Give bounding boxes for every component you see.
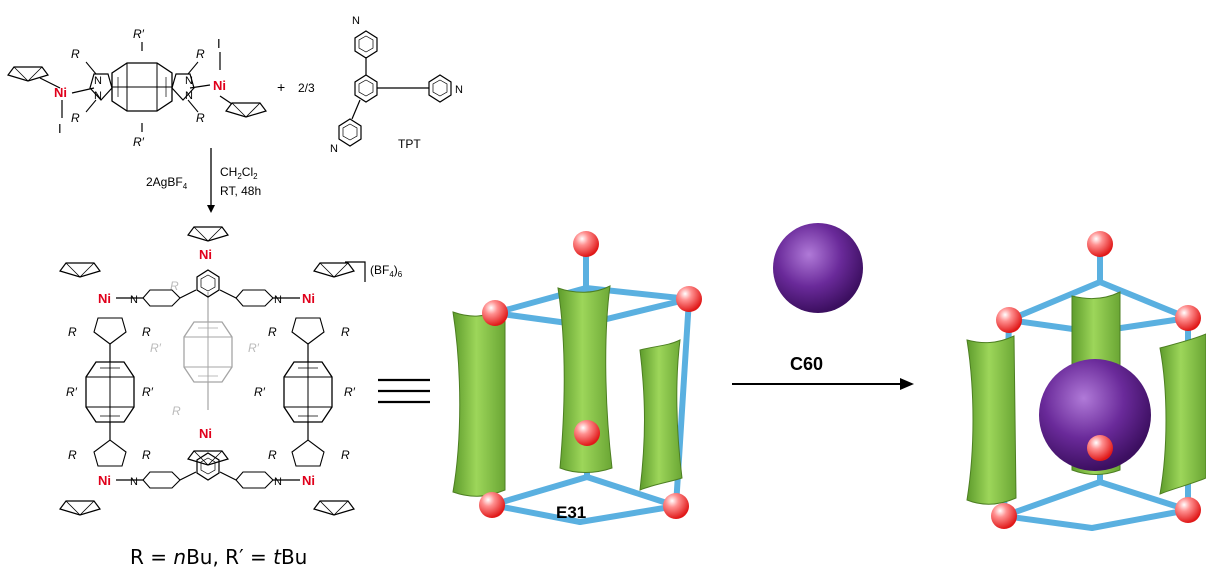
r-substituent-label: R: [341, 325, 350, 339]
cyclopentadienyl-icon: [225, 102, 267, 118]
host-guest-complex: [966, 231, 1206, 531]
r-prime-substituent-label: R′: [66, 385, 78, 399]
cyclopentadienyl-icon: [59, 262, 101, 278]
r-substituent-label: R: [71, 111, 80, 125]
triple-bar-icon: [378, 378, 430, 404]
cyclopentadienyl-icon: [313, 262, 355, 278]
pyridine-ring: [338, 118, 362, 147]
pyridine-ring: [354, 30, 378, 59]
r-prime-substituent-label: R′: [133, 27, 145, 41]
counterion-label: (BF4)6: [370, 263, 403, 279]
pyrene-pillar: [283, 361, 333, 423]
r-prime-substituent-label: R′: [254, 385, 266, 399]
fullerene-sphere-icon: [773, 223, 863, 313]
r-substituent-label: R: [142, 448, 151, 462]
nickel-label: Ni: [302, 291, 315, 306]
tpt-label: TPT: [398, 137, 421, 151]
r-prime-substituent-label: R′: [150, 341, 162, 355]
r-substituent-label: R: [170, 279, 179, 293]
tpt-ligand: N N N TPT: [330, 15, 463, 155]
r-prime-substituent-label: R′: [133, 135, 145, 149]
silver-reagent-label: 2AgBF4: [146, 175, 188, 191]
nitrogen-label: N: [330, 143, 338, 155]
nickel-label: Ni: [98, 473, 111, 488]
rear-pyrene: [183, 292, 233, 410]
nitrogen-label: N: [274, 294, 282, 306]
guest-label: C60: [790, 354, 823, 374]
r-prime-substituent-label: R′: [142, 385, 154, 399]
cage-e31: E31: [452, 231, 702, 525]
reaction-step-arrow: [207, 148, 215, 213]
iodide-label: I: [58, 121, 62, 136]
r-substituent-label: R: [196, 47, 205, 61]
r-substituent-label: R: [196, 111, 205, 125]
pyridine-ring: [428, 74, 452, 103]
r-prime-substituent-label: R′: [344, 385, 356, 399]
cage-vertices: [479, 231, 702, 519]
nickel-label: Ni: [213, 78, 226, 93]
cage-panels: [452, 285, 683, 497]
cage-vertices: [991, 231, 1201, 529]
substituent-caption: R = nBu, R′ = tBu: [130, 545, 308, 569]
r-substituent-label: R: [268, 448, 277, 462]
r-substituent-label: R: [268, 325, 277, 339]
encapsulated-fullerene-icon: [1039, 359, 1151, 471]
cage-label: E31: [556, 503, 586, 522]
nitrogen-label: N: [185, 90, 193, 102]
iodide-label: I: [217, 36, 221, 51]
r-substituent-label: R: [68, 325, 77, 339]
product-cage: R′ R′ R R Ni Ni N: [59, 226, 403, 516]
cyclopentadienyl-icon: [187, 226, 229, 242]
nitrogen-label: N: [185, 75, 193, 87]
nitrogen-label: N: [352, 15, 360, 27]
nitrogen-label: N: [130, 476, 138, 488]
stoichiometry-label: 2/3: [298, 81, 315, 95]
plus-sign: +: [277, 79, 285, 95]
r-substituent-label: R: [142, 325, 151, 339]
solvent-label: CH2Cl2: [220, 165, 258, 181]
nitrogen-label: N: [274, 476, 282, 488]
r-substituent-label: R: [71, 47, 80, 61]
nitrogen-label: N: [455, 84, 463, 96]
r-substituent-label: R: [341, 448, 350, 462]
cyclopentadienyl-icon: [313, 500, 355, 516]
r-substituent-label: R: [68, 448, 77, 462]
nickel-label: Ni: [199, 247, 212, 262]
nitrogen-label: N: [94, 75, 102, 87]
r-substituent-label: R: [172, 404, 181, 418]
cyclopentadienyl-icon: [59, 500, 101, 516]
nitrogen-label: N: [94, 90, 102, 102]
triazine-ring: [354, 74, 378, 103]
r-prime-substituent-label: R′: [248, 341, 260, 355]
nickel-label: Ni: [199, 426, 212, 441]
nickel-label: Ni: [98, 291, 111, 306]
fullerene-guest: C60: [773, 223, 863, 374]
nickel-label: Ni: [54, 85, 67, 100]
reaction-scheme: Ni Ni I I N N N N R R R R R′ R′ + 2/3 N: [7, 15, 463, 516]
nickel-label: Ni: [302, 473, 315, 488]
starting-complex: Ni Ni I I N N N N R R R R R′ R′: [7, 27, 267, 149]
reaction-arrow-icon: [732, 378, 914, 390]
conditions-label: RT, 48h: [220, 184, 261, 198]
pyrene-pillar: [85, 361, 135, 423]
nitrogen-label: N: [130, 294, 138, 306]
